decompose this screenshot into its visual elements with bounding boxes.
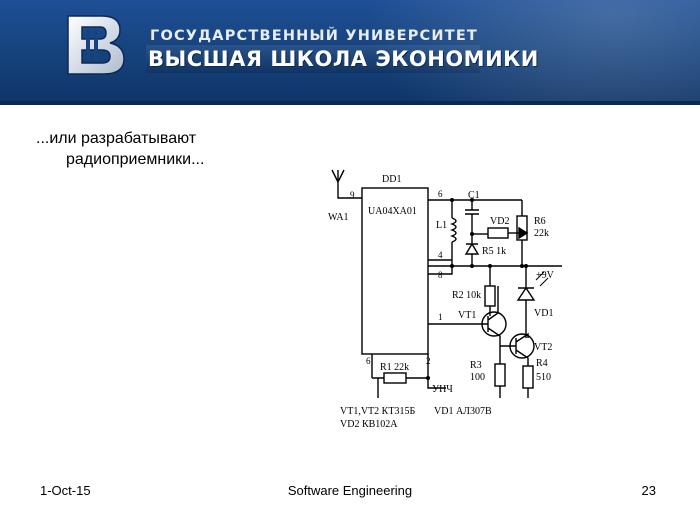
pin-1: 1	[438, 312, 443, 322]
footer-title: Software Engineering	[287, 483, 413, 498]
supply-label: +9V	[536, 270, 555, 281]
r3-value: 100	[470, 372, 485, 383]
slide-text-line1: ...или разрабатывают	[36, 130, 197, 147]
inductor-l1	[450, 217, 457, 243]
pin-9: 9	[350, 190, 355, 200]
footer-date: 1-Oct-15	[40, 483, 91, 498]
radio-circuit-diagram: DD1 UA04XA01 WA1 9 6 4 8 1 6 2 C1 L1 VD2…	[328, 169, 562, 430]
resistor-r2	[484, 285, 496, 307]
antenna-symbol	[331, 169, 362, 199]
varicap-vd2	[487, 227, 509, 239]
chip-model-label: UA04XA01	[368, 206, 417, 217]
r5-label: R5 1k	[482, 246, 506, 257]
resistor-r3	[494, 363, 506, 387]
title-bar	[146, 45, 480, 73]
chip-label: DD1	[382, 174, 401, 185]
antenna-label: WA1	[328, 212, 349, 223]
inductor-label: L1	[436, 220, 447, 231]
r2-label: R2 10k	[452, 290, 481, 301]
slide-text: ...или разрабатывают радиоприемники...	[36, 128, 204, 170]
note-transistors: VT1,VT2 КТ315Б	[340, 406, 415, 417]
university-subtitle: ГОСУДАРСТВЕННЫЙ УНИВЕРСИТЕТ	[150, 28, 479, 44]
varicap-label: VD2	[490, 216, 509, 227]
capacitor-label: C1	[468, 190, 480, 201]
pin-8: 8	[438, 270, 443, 280]
r6-value: 22k	[534, 228, 549, 239]
r3-label: R3	[470, 360, 482, 371]
vt2-label: VT2	[534, 342, 552, 353]
pin-4: 4	[438, 250, 443, 260]
vt1-label: VT1	[458, 310, 476, 321]
r4-label: R4	[536, 358, 548, 369]
university-title: ВЫСШАЯ ШКОЛА ЭКОНОМИКИ	[148, 47, 539, 71]
r4-value: 510	[536, 372, 551, 383]
r6-label: R6	[534, 216, 546, 227]
hse-logo-icon	[67, 15, 125, 75]
header-banner: ГОСУДАРСТВЕННЫЙ УНИВЕРСИТЕТ ВЫСШАЯ ШКОЛА…	[0, 0, 700, 105]
resistor-r1	[383, 372, 407, 384]
banner-stripe	[0, 101, 700, 105]
pin-6-bottom: 6	[366, 356, 371, 366]
pin-6-top: 6	[438, 189, 443, 199]
footer-page-number: 23	[641, 483, 656, 498]
slide-text-line2: радиоприемники...	[66, 151, 205, 168]
resistor-r4	[522, 365, 534, 389]
led-label: VD1	[534, 308, 553, 319]
note-varicap: VD2 КВ102А	[340, 419, 398, 430]
note-led: VD1 АЛ307В	[434, 406, 492, 417]
banner-glow	[320, 0, 700, 105]
pin-2: 2	[426, 356, 431, 366]
chip-body	[361, 187, 429, 355]
output-label: УНЧ	[432, 384, 453, 395]
r1-label: R1 22k	[380, 362, 409, 373]
